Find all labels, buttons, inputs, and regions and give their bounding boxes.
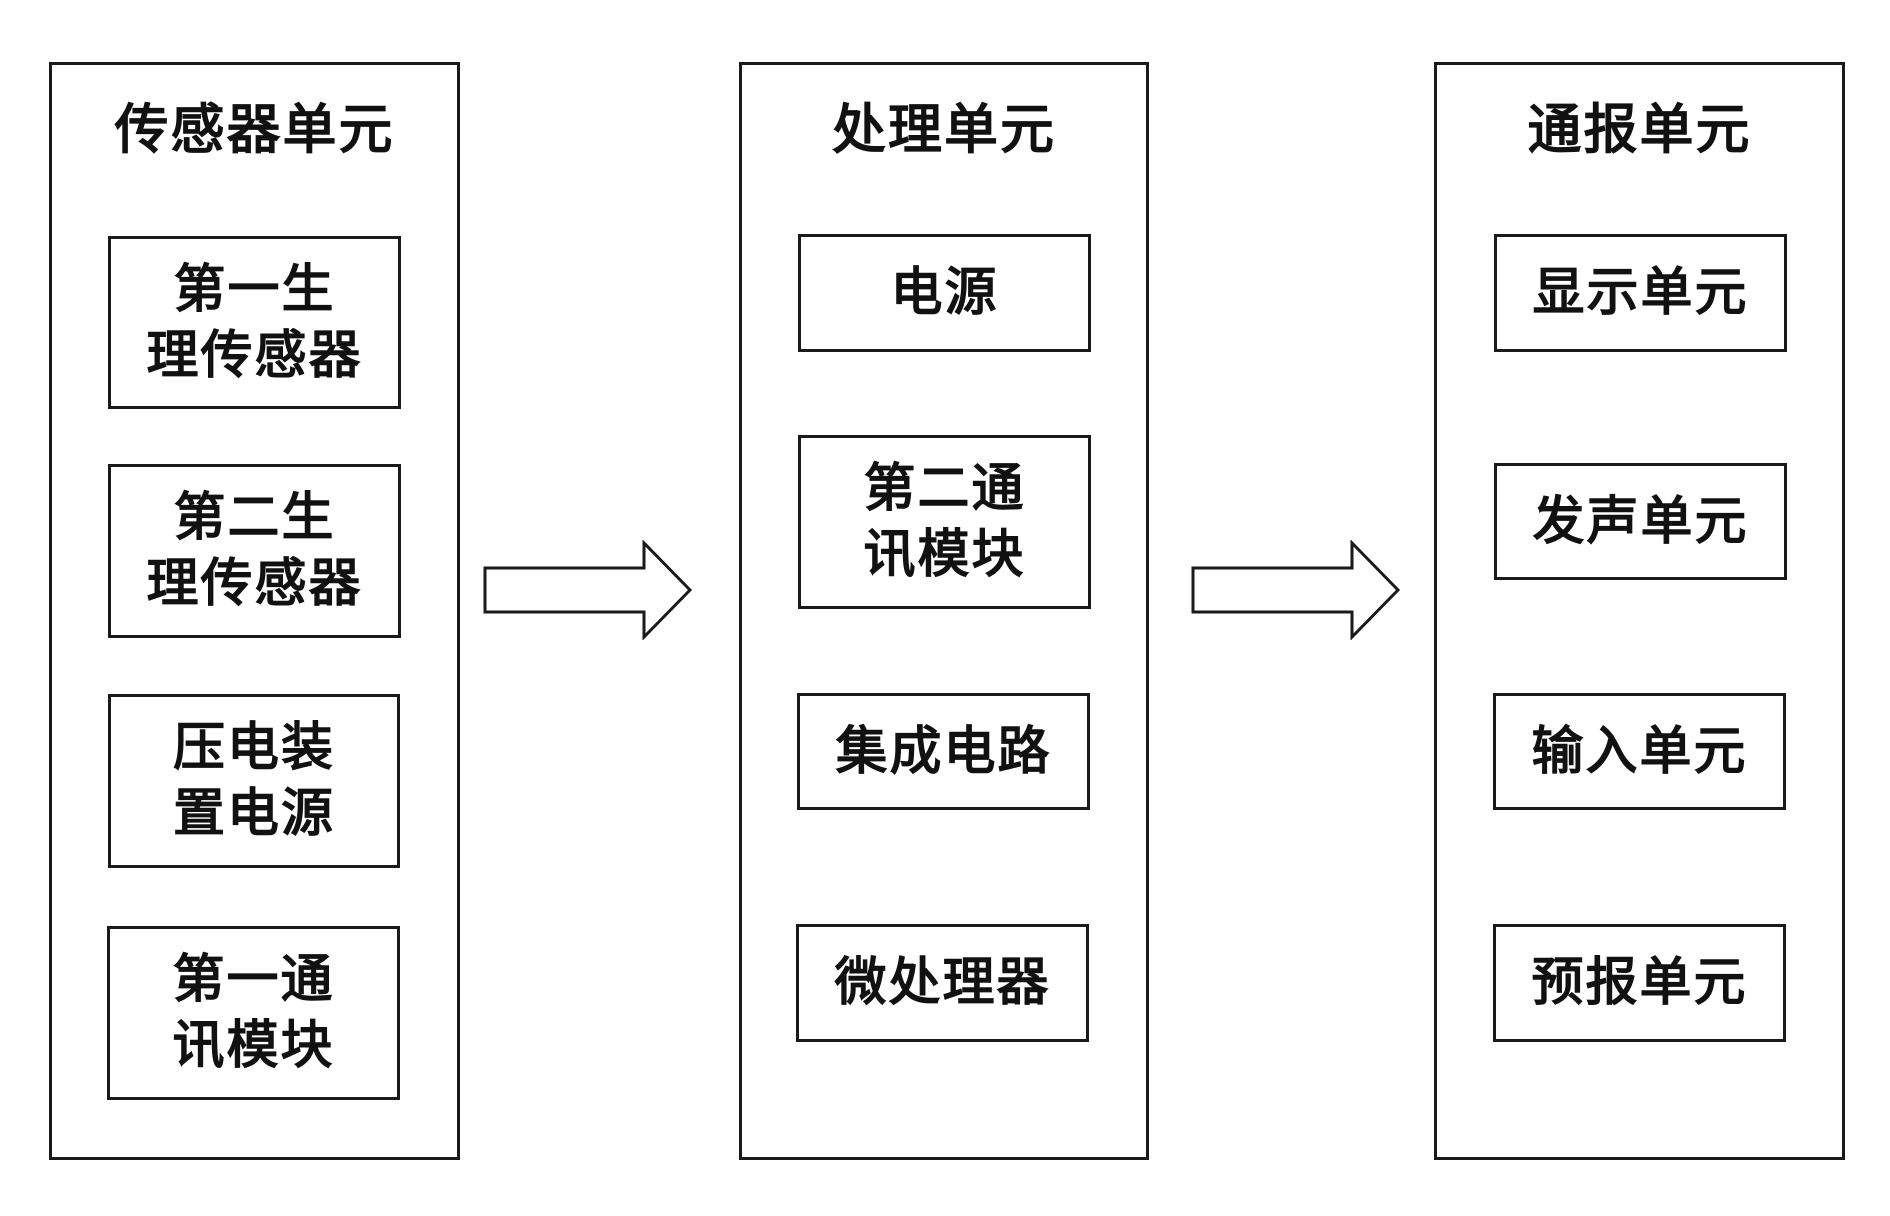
display-unit-label: 显示单元 xyxy=(1532,263,1749,323)
second-communication-module: 第二通 讯模块 xyxy=(798,435,1091,609)
piezoelectric-power-label: 压电装 置电源 xyxy=(172,718,335,844)
integrated-circuit-label: 集成电路 xyxy=(835,721,1052,782)
flow-arrow-1 xyxy=(483,540,693,640)
power-supply: 电源 xyxy=(798,234,1091,352)
second-physiological-sensor-label: 第二生 理传感器 xyxy=(146,488,363,614)
first-communication-module: 第一通 讯模块 xyxy=(107,926,400,1100)
notification-unit-title: 通报单元 xyxy=(1527,98,1752,161)
first-communication-module-label: 第一通 讯模块 xyxy=(172,950,335,1076)
integrated-circuit: 集成电路 xyxy=(797,693,1090,810)
microprocessor: 微处理器 xyxy=(796,924,1089,1042)
second-communication-module-label: 第二通 讯模块 xyxy=(863,459,1026,585)
sound-unit-label: 发声单元 xyxy=(1532,491,1749,552)
input-unit: 输入单元 xyxy=(1493,693,1786,810)
sensor-unit-title: 传感器单元 xyxy=(114,98,395,161)
processing-unit-title: 处理单元 xyxy=(832,98,1056,161)
first-physiological-sensor-label: 第一生 理传感器 xyxy=(146,259,363,386)
second-physiological-sensor: 第二生 理传感器 xyxy=(108,464,401,638)
forecast-unit: 预报单元 xyxy=(1493,924,1786,1042)
forecast-unit-label: 预报单元 xyxy=(1531,953,1748,1013)
power-supply-label: 电源 xyxy=(890,263,999,323)
sound-unit: 发声单元 xyxy=(1494,463,1787,580)
flow-arrow-2 xyxy=(1191,540,1401,640)
input-unit-label: 输入单元 xyxy=(1531,721,1748,782)
piezoelectric-power: 压电装 置电源 xyxy=(108,694,400,868)
first-physiological-sensor: 第一生 理传感器 xyxy=(108,236,401,409)
display-unit: 显示单元 xyxy=(1494,234,1787,352)
microprocessor-label: 微处理器 xyxy=(834,953,1051,1013)
